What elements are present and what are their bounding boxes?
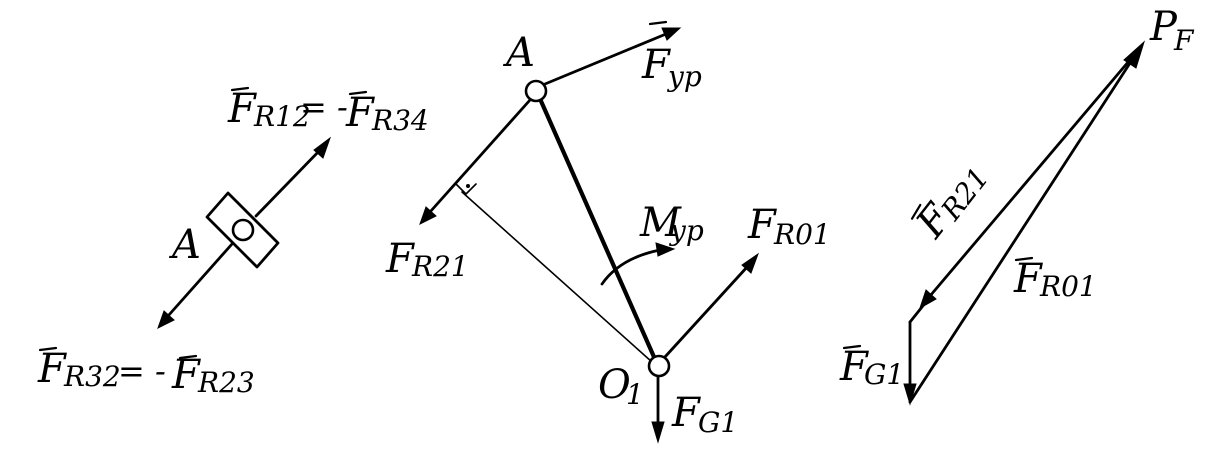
balancing-moment-subscript: yp (668, 214, 704, 247)
balancing-force-subscript: yp (666, 60, 702, 93)
polygon-connector (908, 300, 928, 324)
reaction-r01-subscript: R01 (773, 218, 831, 251)
polygon-g1-arrowhead (903, 383, 917, 406)
slider-bottom-rhs-force-subscript: R23 (197, 366, 255, 399)
force-polygon: P F F R21 F R01 F G1 (839, 4, 1195, 406)
slider-top-vector-bar (230, 86, 250, 92)
reaction-r01-label: F (747, 202, 777, 248)
slider-top-force-label: F (227, 86, 257, 132)
slider-point-label: A (168, 222, 201, 268)
crank-group: A F yp F R21 M yp F R01 O 1 F G1 (385, 20, 831, 444)
gravity-force-subscript: G1 (698, 406, 738, 439)
polygon-r01-subscript: R01 (1039, 270, 1097, 303)
balancing-moment-arrowhead (655, 242, 676, 257)
slider-force-line-lower (166, 242, 234, 318)
slider-top-rhs-force-label: F (345, 90, 375, 136)
slider-bottom-force-equals: = - (118, 352, 166, 390)
polygon-r21-vector-bar (910, 203, 922, 220)
slider-force-line-upper (254, 146, 324, 218)
polygon-g1-subscript: G1 (864, 358, 904, 391)
slider-top-rhs-force-subscript: R34 (371, 104, 429, 137)
reaction-r01-arrowhead (741, 252, 760, 274)
slider-bottom-force-label: F (37, 346, 67, 392)
slider-force-arrowhead-up (313, 136, 332, 159)
reaction-r21-label: F (385, 236, 415, 282)
balancing-force-label: F (641, 42, 671, 88)
crank-point-a-label: A (502, 30, 535, 76)
polygon-r01-line (908, 58, 1134, 404)
slider-group: A F R12 = - F R34 F R32 = - F R23 (37, 86, 429, 399)
gravity-force-label: F (671, 390, 701, 436)
pole-label: P (1149, 4, 1178, 50)
slider-top-rhs-vector-bar (348, 90, 368, 96)
right-angle-mark (455, 183, 477, 195)
balancing-force-line (543, 32, 668, 86)
slider-bottom-rhs-vector-bar (178, 354, 198, 360)
polygon-r01-label: F (1013, 256, 1043, 302)
slider-force-arrowhead-down (157, 310, 175, 330)
reaction-r21-subscript: R21 (411, 250, 469, 283)
gravity-force-arrowhead (651, 421, 665, 444)
crank-joint-a (524, 79, 548, 103)
crank-point-o-label: O (598, 362, 631, 408)
pole-subscript: F (1173, 24, 1195, 57)
slider-bottom-force-subscript: R32 (63, 360, 121, 393)
slider-block (205, 191, 280, 269)
crank-link (534, 89, 661, 369)
lever-arm-line (461, 191, 653, 363)
slider-top-force-equals: = - (300, 88, 348, 126)
slider-top-force-subscript: R12 (253, 100, 311, 133)
slider-bottom-vector-bar (38, 346, 58, 352)
polygon-g1-vector-bar (842, 344, 862, 350)
balancing-moment-arc (600, 248, 662, 286)
polygon-g1-label: F (839, 344, 869, 390)
balancing-force-arrowhead (661, 27, 682, 41)
balancing-force-vector-bar (648, 20, 668, 26)
polygon-r21-line (928, 46, 1142, 298)
crank-point-o-subscript: 1 (626, 378, 644, 411)
polygon-r01-vector-bar (1014, 256, 1034, 262)
reaction-r21-arrowhead (419, 206, 437, 226)
balancing-moment-label: M (639, 200, 682, 246)
right-angle-dot (466, 184, 470, 188)
slider-bottom-rhs-force-label: F (171, 352, 201, 398)
reaction-r01-line (662, 264, 750, 360)
slider-joint (231, 218, 255, 242)
reaction-r21-line (428, 98, 532, 214)
crank-joint-o1 (647, 354, 671, 378)
